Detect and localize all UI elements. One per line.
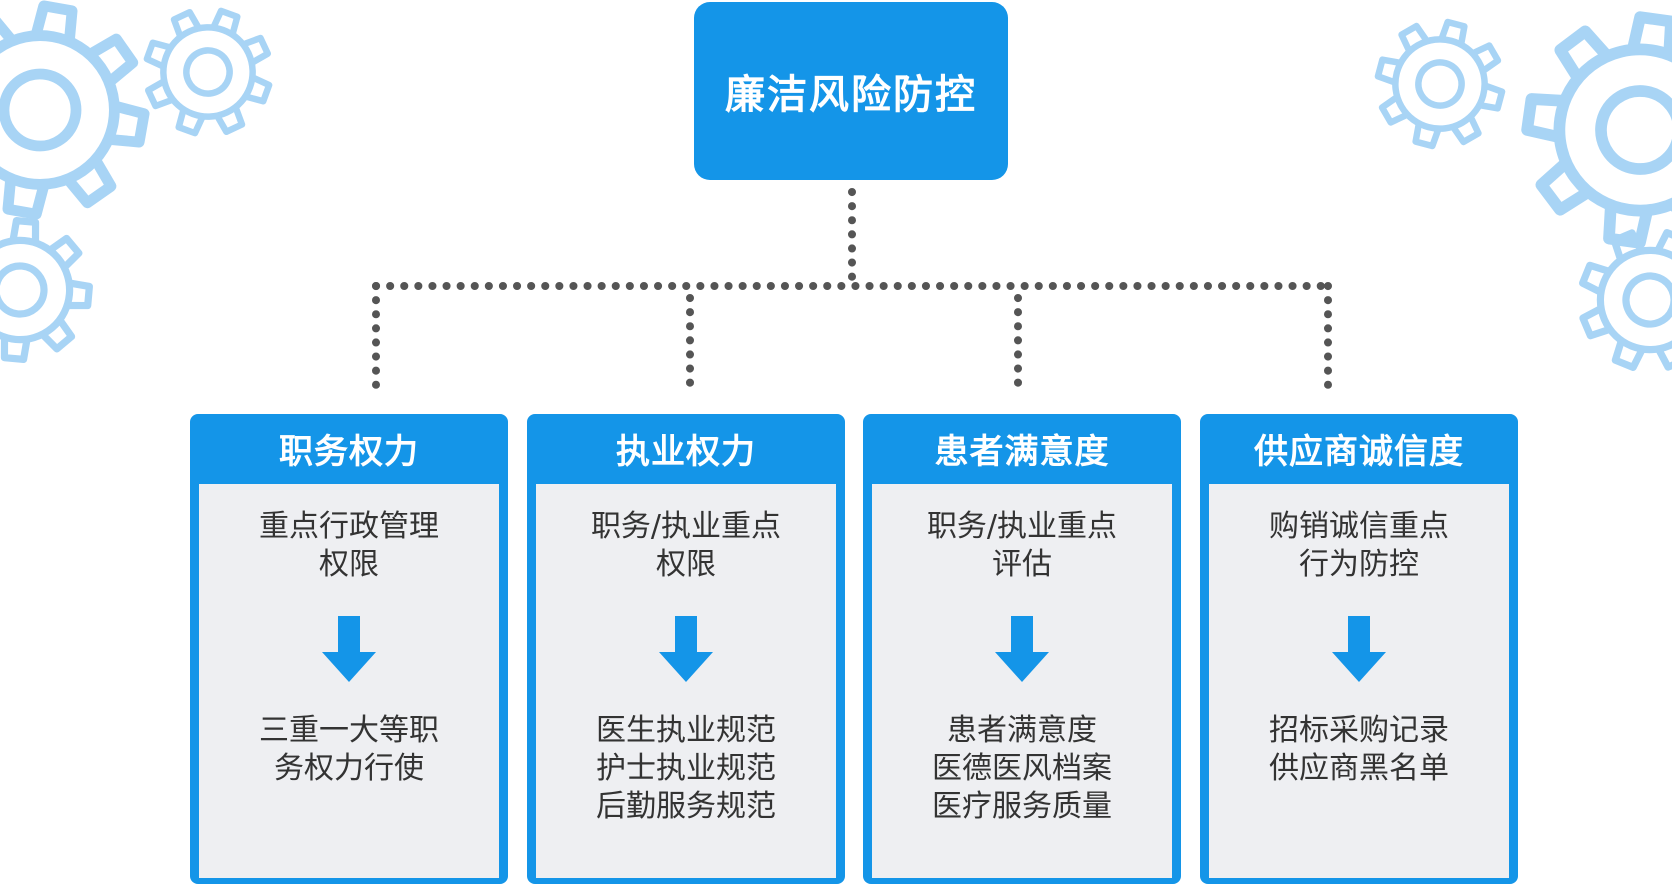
column-card: 执业权力 职务/执业重点 权限 医生执业规范 护士执业规范 后勤服务规范	[527, 414, 845, 884]
column-title: 执业权力	[616, 431, 756, 472]
text-line: 三重一大等职	[259, 713, 439, 748]
text-line: 医德医风档案	[932, 751, 1112, 786]
text-line: 职务/执业重点	[926, 509, 1118, 544]
arrow-down-icon	[659, 616, 713, 682]
text-line: 患者满意度	[947, 713, 1097, 748]
column-title: 职务权力	[279, 431, 419, 472]
root-title: 廉洁风险防控	[725, 72, 977, 118]
column-body: 重点行政管理 权限 三重一大等职 务权力行使	[199, 484, 499, 878]
column-card: 供应商诚信度 购销诚信重点 行为防控 招标采购记录 供应商黑名单	[1200, 414, 1518, 884]
text-line: 行为防控	[1299, 547, 1419, 582]
column-title: 供应商诚信度	[1254, 431, 1464, 472]
column-top-text: 购销诚信重点 行为防控	[1209, 508, 1509, 584]
column-body: 职务/执业重点 评估 患者满意度 医德医风档案 医疗服务质量	[872, 484, 1172, 878]
column-body: 职务/执业重点 权限 医生执业规范 护士执业规范 后勤服务规范	[536, 484, 836, 878]
column-bottom-text: 招标采购记录 供应商黑名单	[1209, 712, 1509, 788]
column-bottom-text: 三重一大等职 务权力行使	[199, 712, 499, 788]
arrow-down-icon	[995, 616, 1049, 682]
text-line: 医生执业规范	[596, 713, 776, 748]
arrow-down-icon	[1332, 616, 1386, 682]
text-line: 重点行政管理	[259, 509, 439, 544]
column-top-text: 重点行政管理 权限	[199, 508, 499, 584]
column-title: 患者满意度	[934, 431, 1110, 472]
column-card: 职务权力 重点行政管理 权限 三重一大等职 务权力行使	[190, 414, 508, 884]
text-line: 务权力行使	[274, 751, 424, 786]
column-card: 患者满意度 职务/执业重点 评估 患者满意度 医德医风档案 医疗服务质量	[863, 414, 1181, 884]
column-bottom-text: 医生执业规范 护士执业规范 后勤服务规范	[536, 712, 836, 826]
text-line: 护士执业规范	[596, 751, 776, 786]
text-line: 职务/执业重点	[590, 509, 782, 544]
text-line: 评估	[992, 547, 1052, 582]
column-bottom-text: 患者满意度 医德医风档案 医疗服务质量	[872, 712, 1172, 826]
column-top-text: 职务/执业重点 权限	[536, 508, 836, 584]
text-line: 购销诚信重点	[1269, 509, 1449, 544]
text-line: 权限	[656, 547, 716, 582]
text-line: 医疗服务质量	[932, 789, 1112, 824]
text-line: 后勤服务规范	[596, 789, 776, 824]
root-node: 廉洁风险防控	[694, 2, 1008, 180]
column-top-text: 职务/执业重点 评估	[872, 508, 1172, 584]
text-line: 供应商黑名单	[1269, 751, 1449, 786]
text-line: 权限	[319, 547, 379, 582]
column-body: 购销诚信重点 行为防控 招标采购记录 供应商黑名单	[1209, 484, 1509, 878]
arrow-down-icon	[322, 616, 376, 682]
text-line: 招标采购记录	[1269, 713, 1449, 748]
